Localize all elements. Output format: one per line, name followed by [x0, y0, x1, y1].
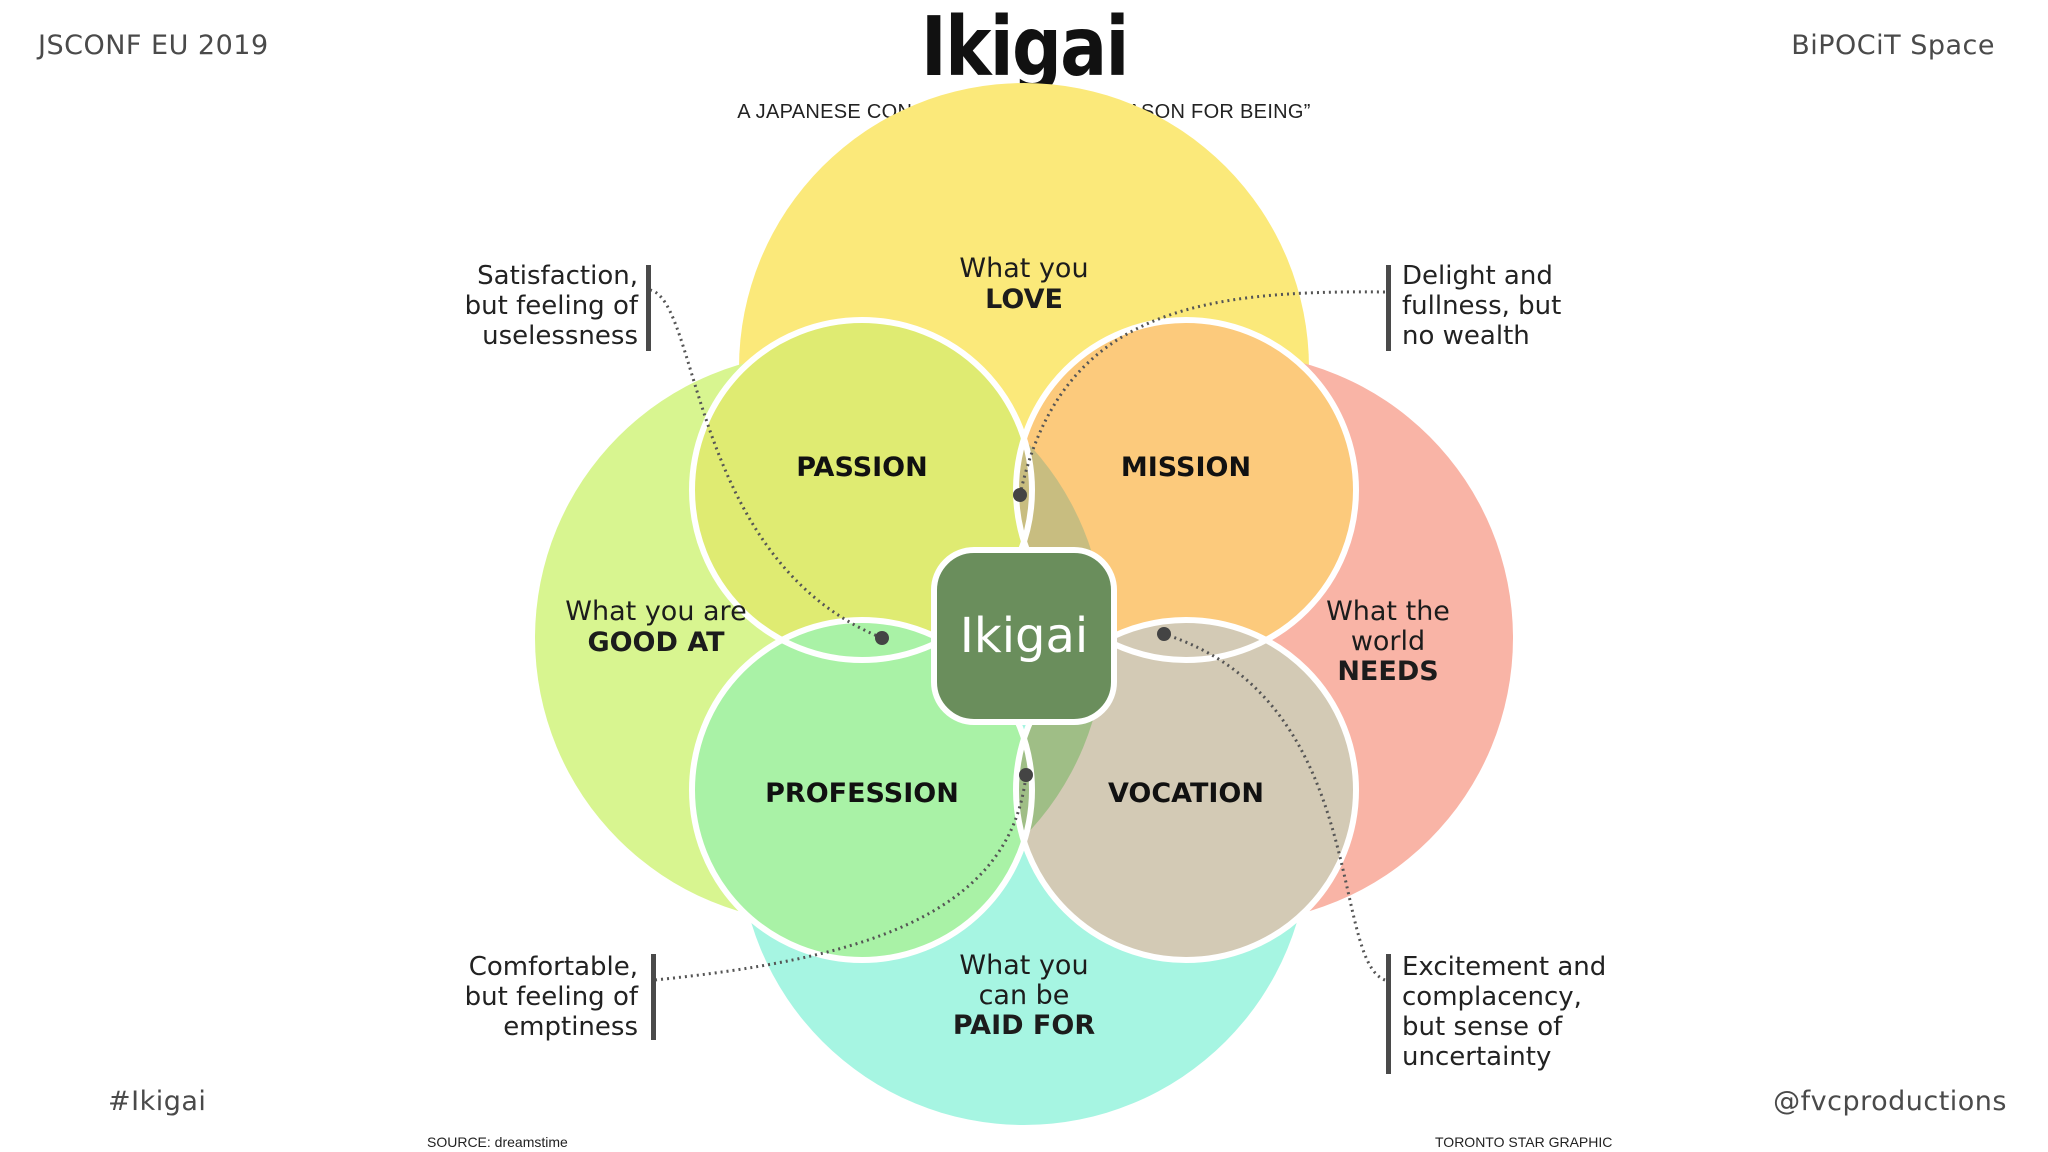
annotation-bottom-left: Comfortable, but feeling of emptiness: [465, 952, 638, 1042]
love-line2: LOVE: [985, 284, 1063, 315]
annotation-bar-bottom-left: [651, 954, 656, 1040]
center-ikigai: [931, 547, 1117, 725]
annotation-bottom-right: Excitement and complacency, but sense of…: [1402, 952, 1606, 1072]
annotation-bottom-left-line1: Comfortable,: [468, 952, 638, 982]
dot-bottom-right: [1157, 627, 1171, 641]
dot-top-left: [875, 631, 889, 645]
annotation-top-left-line3: uselessness: [482, 321, 638, 351]
annotation-top-left-line1: Satisfaction,: [477, 261, 638, 291]
needs-line1: What the: [1326, 596, 1450, 627]
annotation-bar-top-left: [646, 265, 651, 351]
leader-top-left: [649, 288, 883, 640]
social-handle: @fvcproductions: [1773, 1086, 2007, 1117]
annotation-top-right-line3: no wealth: [1402, 321, 1530, 351]
graphic-credit: TORONTO STAR GRAPHIC: [1435, 1134, 1613, 1150]
paid-line1: What you: [959, 950, 1088, 981]
annotation-bottom-left-line3: emptiness: [503, 1012, 638, 1042]
annotation-bar-top-right: [1386, 265, 1391, 351]
leader-top-right: [1018, 290, 1386, 496]
hashtag: #Ikigai: [108, 1086, 207, 1117]
annotation-bottom-right-line1: Excitement and: [1402, 952, 1607, 982]
space-name: BiPOCiT Space: [1791, 30, 1995, 61]
love-line1: What you: [959, 253, 1088, 284]
passion-label: PASSION: [796, 452, 927, 483]
source-credit: SOURCE: dreamstime: [427, 1134, 568, 1150]
mission-label: MISSION: [1121, 452, 1251, 483]
event-name: JSCONF EU 2019: [38, 30, 269, 61]
center-label: Ikigai: [960, 608, 1089, 664]
annotation-bar-bottom-right: [1386, 954, 1391, 1074]
dot-bottom-left: [1019, 768, 1033, 782]
needs-line1b: world: [1351, 626, 1425, 657]
paid-line1b: can be: [979, 980, 1070, 1011]
annotation-bottom-right-line2: complacency,: [1402, 982, 1582, 1012]
paid-line2: PAID FOR: [953, 1010, 1095, 1041]
annotation-top-left: Satisfaction, but feeling of uselessness: [465, 261, 638, 351]
annotation-bottom-right-line3: but sense of: [1402, 1012, 1563, 1042]
good-at-line2: GOOD AT: [587, 627, 725, 658]
annotation-top-right: Delight and fullness, but no wealth: [1402, 261, 1561, 351]
dot-top-right: [1013, 488, 1027, 502]
annotation-top-right-line1: Delight and: [1402, 261, 1553, 291]
annotation-top-right-line2: fullness, but: [1402, 291, 1562, 321]
good-at-line1: What you are: [565, 596, 746, 627]
annotation-bottom-left-line2: but feeling of: [464, 982, 638, 1012]
annotation-bottom-right-line4: uncertainty: [1402, 1042, 1552, 1072]
annotation-top-left-line2: but feeling of: [464, 291, 638, 321]
page-title: Ikigai: [920, 0, 1130, 95]
profession-label: PROFESSION: [765, 778, 959, 809]
leader-bottom-left: [654, 774, 1028, 982]
vocation-label: VOCATION: [1108, 778, 1264, 809]
leader-bottom-right: [1163, 632, 1386, 982]
needs-line2: NEEDS: [1337, 656, 1438, 687]
